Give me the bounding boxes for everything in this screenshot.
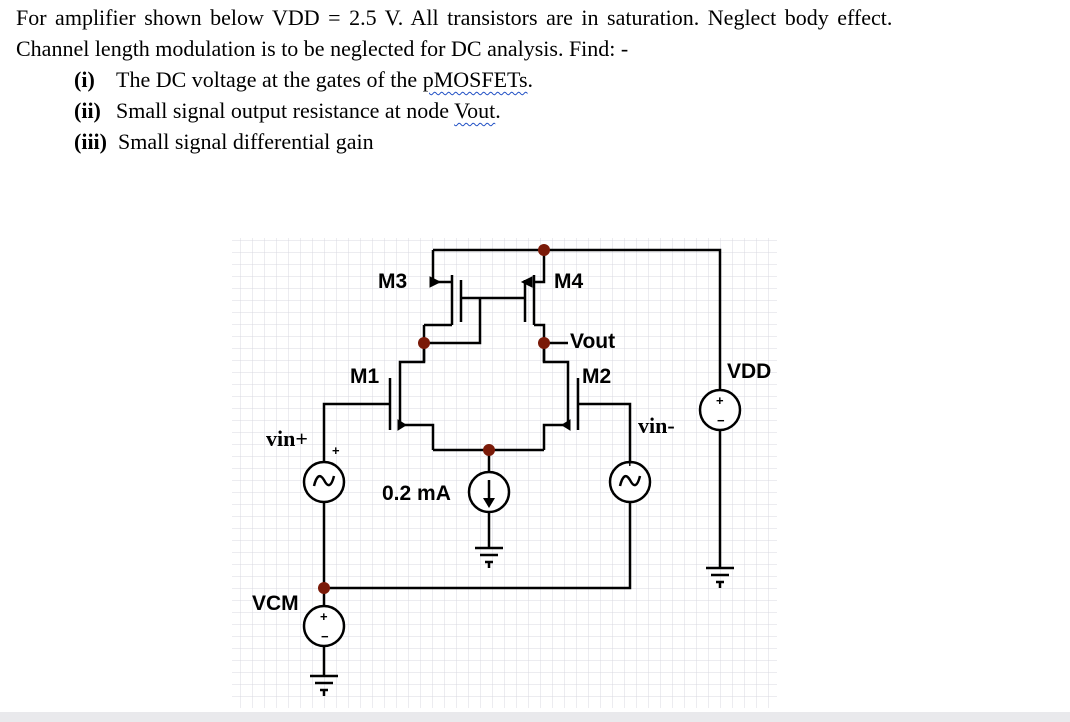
- current-source-icon: [467, 470, 511, 514]
- spellcheck-word: pMOSFETs: [422, 67, 528, 92]
- node-m3-drain: [418, 337, 430, 349]
- problem-line-2: Channel length modulation is to be negle…: [16, 36, 629, 61]
- label-m2: M2: [582, 365, 611, 388]
- label-m4: M4: [554, 270, 583, 293]
- label-current: 0.2 mA: [382, 482, 451, 505]
- ground-icons: [310, 546, 734, 696]
- polarity-plus-vcm: +: [320, 609, 328, 624]
- question-item-2: (ii) Small signal output resistance at no…: [74, 95, 501, 126]
- polarity-minus-vdd: −: [717, 413, 725, 428]
- transistor-arrows: [397, 276, 571, 431]
- item-punct: .: [527, 67, 534, 92]
- label-vdd: VDD: [727, 360, 771, 383]
- polarity-plus-vin-minus: +: [626, 455, 634, 470]
- item-punct: .: [495, 98, 501, 123]
- dc-source-vcm-icon: [302, 604, 346, 648]
- spellcheck-word: Vout: [454, 98, 496, 123]
- label-m1: M1: [350, 365, 379, 388]
- label-vin-plus: vin+: [266, 426, 308, 451]
- item-text: Small signal output resistance at node: [116, 98, 455, 123]
- bottom-strip: [0, 712, 1070, 722]
- ac-source-vin-plus-icon: [302, 460, 346, 504]
- label-m3: M3: [378, 270, 407, 293]
- problem-line-1: For amplifier shown below VDD = 2.5 V. A…: [16, 5, 893, 30]
- label-vin-minus: vin-: [638, 413, 675, 438]
- ac-source-vin-minus-icon: [608, 460, 652, 504]
- node-vdd: [538, 244, 550, 256]
- item-text: The DC voltage at the gates of the: [116, 67, 423, 92]
- label-vcm: VCM: [252, 592, 299, 615]
- label-vout: Vout: [570, 330, 615, 353]
- item-number: (ii): [74, 98, 101, 123]
- item-text: Small signal differential gain: [118, 129, 374, 154]
- polarity-plus-vin-plus: +: [332, 443, 340, 458]
- question-item-1: (i) The DC voltage at the gates of the pM…: [74, 64, 533, 95]
- circuit-nodes: [318, 244, 550, 594]
- item-number: (iii): [74, 129, 107, 154]
- node-vcm: [318, 582, 330, 594]
- node-tail: [483, 444, 495, 456]
- polarity-minus-vcm: −: [321, 629, 329, 644]
- dc-source-vdd-icon: [698, 388, 742, 432]
- item-number: (i): [74, 67, 95, 92]
- node-vout: [538, 337, 550, 349]
- question-item-3: (iii) Small signal differential gain: [74, 126, 374, 157]
- polarity-plus-vdd: +: [716, 393, 724, 408]
